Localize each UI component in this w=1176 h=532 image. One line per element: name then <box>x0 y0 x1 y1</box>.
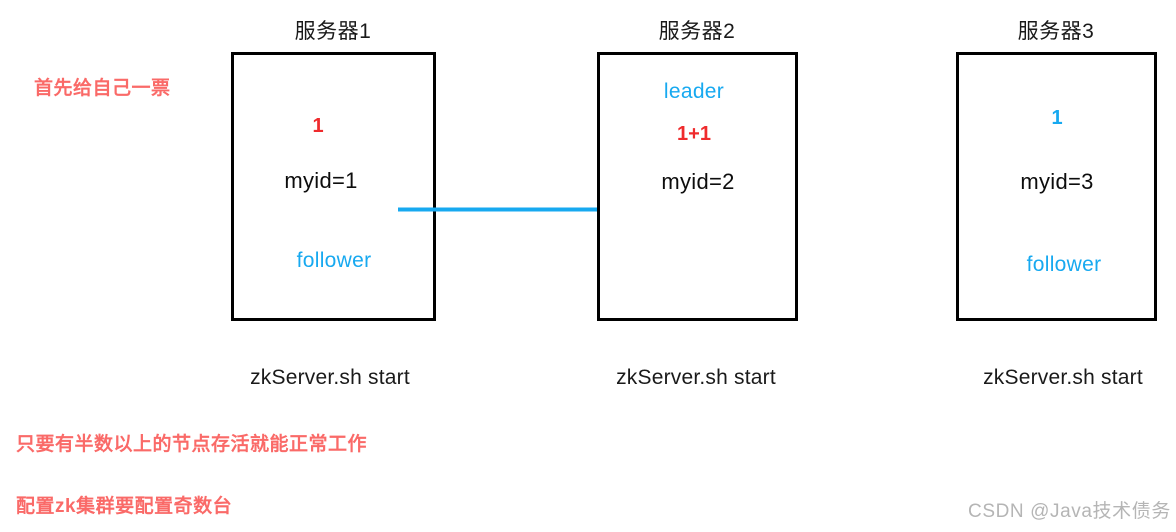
server-1-role: follower <box>296 249 372 272</box>
csdn-watermark: CSDN @Java技术债务 <box>968 501 1171 522</box>
server-2-command: zkServer.sh start <box>616 366 776 389</box>
server-box-2 <box>597 52 798 321</box>
server-3-vote-count: 1 <box>1051 107 1063 129</box>
note-odd-number-cluster: 配置zk集群要配置奇数台 <box>16 496 233 517</box>
server-1-myid: myid=1 <box>284 168 358 193</box>
note-majority-alive: 只要有半数以上的节点存活就能正常工作 <box>16 434 368 455</box>
server-3-myid: myid=3 <box>1020 169 1094 194</box>
server-3-command: zkServer.sh start <box>983 366 1143 389</box>
server-2-vote-count: 1+1 <box>677 123 711 145</box>
server-1-command: zkServer.sh start <box>250 366 410 389</box>
server-title-1: 服务器1 <box>294 20 372 43</box>
server-box-1 <box>231 52 436 321</box>
server-box-3 <box>956 52 1157 321</box>
server-3-role: follower <box>1026 253 1102 276</box>
server-title-3: 服务器3 <box>1017 20 1095 43</box>
server-title-2: 服务器2 <box>658 20 736 43</box>
server-2-myid: myid=2 <box>661 169 735 194</box>
server-1-vote-count: 1 <box>312 115 324 137</box>
server-2-role: leader <box>663 80 725 103</box>
note-first-self-vote: 首先给自己一票 <box>34 78 171 99</box>
